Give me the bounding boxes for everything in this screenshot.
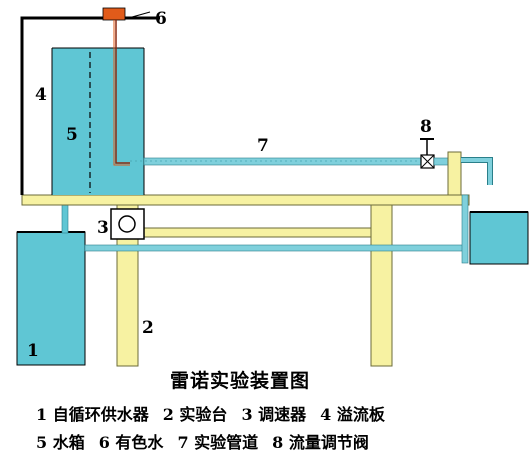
water-tank-water xyxy=(52,48,144,195)
valve-cross-b xyxy=(420,154,435,169)
stand-leg-right xyxy=(370,204,393,367)
legend-item-6: 6 有色水 xyxy=(98,433,164,452)
legend-item-3: 3 调速器 xyxy=(241,405,307,424)
legend-row-2: 5 水箱 6 有色水 7 实验管道 8 流量调节阀 xyxy=(36,429,526,453)
label-3: 3 xyxy=(97,218,109,238)
label-7: 7 xyxy=(257,136,269,156)
collection-tank xyxy=(469,211,529,265)
outlet-gooseneck-fill xyxy=(461,158,492,185)
legend-item-4: 4 溢流板 xyxy=(320,405,385,424)
dye-callout-leader xyxy=(124,11,151,20)
dye-injection-tube-inner xyxy=(113,20,130,166)
label-8: 8 xyxy=(420,117,432,137)
figure-title: 雷诺实验装置图 xyxy=(169,370,310,392)
legend-item-8: 8 流量调节阀 xyxy=(272,433,369,452)
label-2: 2 xyxy=(142,318,154,338)
label-6: 6 xyxy=(155,9,167,29)
water-supply-tank xyxy=(16,231,86,366)
label-4: 4 xyxy=(35,85,47,105)
return-pipe xyxy=(84,244,466,252)
legend-item-7: 7 实验管道 xyxy=(177,433,259,452)
label-5: 5 xyxy=(66,125,78,145)
outlet-riser-column xyxy=(447,151,462,196)
legend-row-1: 1 自循环供水器 2 实验台 3 调速器 4 溢流板 xyxy=(36,401,526,425)
legend-item-5: 5 水箱 xyxy=(36,433,85,452)
supply-riser-pipe xyxy=(61,204,69,234)
legend-item-2: 2 实验台 xyxy=(162,405,228,424)
label-1: 1 xyxy=(27,341,39,361)
drain-pipe xyxy=(461,194,469,264)
dye-reservoir xyxy=(102,7,126,21)
speed-controller-dial-icon xyxy=(118,215,136,233)
outlet-gooseneck xyxy=(461,157,493,185)
outlet-pipe xyxy=(433,157,449,166)
experimental-pipe xyxy=(143,157,423,166)
dye-injection-tube xyxy=(115,20,130,164)
stand-tabletop xyxy=(21,194,470,206)
legend-item-1: 1 自循环供水器 xyxy=(36,405,149,424)
stand-crossbar xyxy=(137,227,372,238)
